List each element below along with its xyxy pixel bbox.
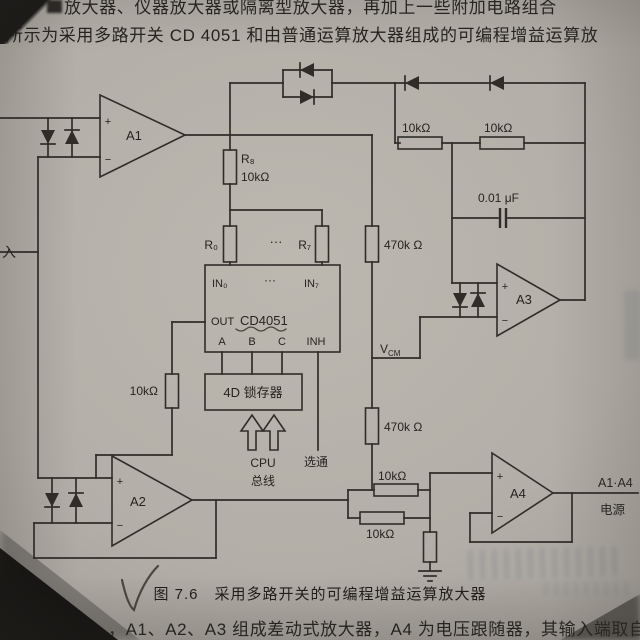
a2-plus-sign: + [117, 476, 123, 488]
strobe-label: 选通 [304, 455, 328, 469]
resistor-470k-bottom-value: 470k Ω [384, 420, 422, 434]
resistor-470k-top [364, 225, 380, 263]
resistor-10k-left [164, 373, 180, 409]
mux-in7-label: IN₇ [304, 278, 319, 290]
resistor-10k-bottom-2 [359, 511, 405, 525]
bottom-paragraph: ，A1、A2、A3 组成差动式放大器，A4 为电压跟随器，其输入端取自共 [108, 620, 640, 639]
cpu-bus-arrow-2 [261, 413, 287, 451]
vcm-label: VCM [380, 342, 401, 358]
opamp-a3-label: A3 [516, 292, 532, 307]
latch-label: 4D 锁存器 [223, 385, 282, 400]
clamp-diode-a3-left [452, 293, 468, 308]
mux-pin-c: C [278, 336, 286, 348]
resistor-r0-name: R₀ [204, 238, 218, 252]
resistor-10k-feedback-2 [479, 136, 525, 150]
top-right-diode-2 [489, 75, 504, 91]
a1-minus-sign: − [105, 154, 111, 166]
wires [0, 69, 639, 571]
mux-pin-b: B [248, 336, 255, 348]
top-paragraph-line2: 所示为采用多路开关 CD 4051 和由普通运算放大器组成的可编程增益运算放 [6, 26, 599, 45]
clamp-diode-a2-right [68, 492, 84, 507]
resistor-r8-value: 10kΩ [241, 170, 269, 184]
opamp-a3-triangle [496, 262, 562, 338]
resistor-r7-name: R₇ [298, 238, 311, 252]
resistor-470k-bottom [364, 407, 380, 445]
input-label: 入 [2, 244, 16, 260]
handwritten-checkmark [120, 564, 160, 612]
mux-in0-label: IN₀ [212, 278, 228, 290]
a4-plus-sign: + [497, 471, 503, 483]
handwritten-underline [235, 326, 287, 332]
mux-chip-name: CD4051 [240, 313, 288, 328]
clamp-diode-a3-right [470, 292, 486, 307]
a3-minus-sign: − [502, 315, 508, 327]
top-paragraph-line1: 放大器、仪器放大器或隔离型放大器，再加上一些附加电路组合 [64, 0, 557, 17]
cpu-bus-label-line1: CPU [250, 456, 275, 470]
resistor-r0 [222, 225, 238, 263]
mux-pin-inh: INH [307, 336, 326, 348]
resistor-10k-feedback-1 [397, 136, 443, 150]
clamp-diode-a1-right [64, 129, 80, 144]
resistor-10k-feedback-1-value: 10kΩ [402, 121, 430, 135]
opamp-a1-triangle [99, 93, 187, 179]
a2-minus-sign: − [117, 520, 123, 532]
resistor-r8 [222, 149, 238, 185]
opamp-a2-label: A2 [130, 494, 146, 509]
figure-caption: 图 7.6 采用多路开关的可编程增益运算放大器 [153, 586, 487, 603]
capacitor-value: 0.01 μF [478, 191, 519, 205]
ladder-dots: ··· [270, 234, 283, 249]
opamp-a2-triangle [111, 454, 194, 548]
resistor-10k-bottom-1-value: 10kΩ [378, 469, 406, 483]
clamp-diode-a1-left [40, 130, 56, 145]
resistor-to-ground [422, 531, 438, 563]
feedback-loop-diode-lower [300, 89, 315, 105]
opamp-a1-label: A1 [126, 128, 142, 143]
cpu-bus-arrow-1 [239, 413, 265, 451]
cpu-bus-label-line2: 总线 [251, 474, 275, 488]
resistor-10k-left-value: 10kΩ [130, 384, 158, 398]
mux-pin-a: A [218, 336, 226, 348]
resistor-10k-feedback-2-value: 10kΩ [484, 121, 512, 135]
opamp-a4-label: A4 [510, 486, 526, 501]
feedback-loop-diode-upper [299, 62, 314, 78]
resistor-10k-bottom-2-value: 10kΩ [366, 527, 394, 541]
clamp-diode-a2-left [44, 493, 60, 508]
output-supply-label-line2: 电源 [600, 503, 626, 517]
a1-plus-sign: + [105, 116, 111, 128]
mux-dots: ··· [264, 273, 276, 287]
top-right-diode-1 [404, 75, 419, 91]
a4-minus-sign: − [497, 511, 503, 523]
a3-plus-sign: + [502, 281, 508, 293]
opamp-a4-triangle [491, 451, 555, 535]
resistor-470k-top-value: 470k Ω [384, 238, 422, 252]
mux-out-label: OUT [211, 316, 235, 328]
mux-cd4051-box [204, 264, 341, 353]
resistor-10k-bottom-1 [373, 483, 419, 497]
resistor-r8-name: R₈ [241, 152, 255, 166]
capacitor-symbol [498, 208, 508, 228]
output-supply-label-line1: A1·A4 [598, 476, 633, 490]
latch-4d-box [204, 373, 303, 411]
resistor-r7 [314, 225, 330, 263]
ground-symbol [418, 570, 442, 582]
